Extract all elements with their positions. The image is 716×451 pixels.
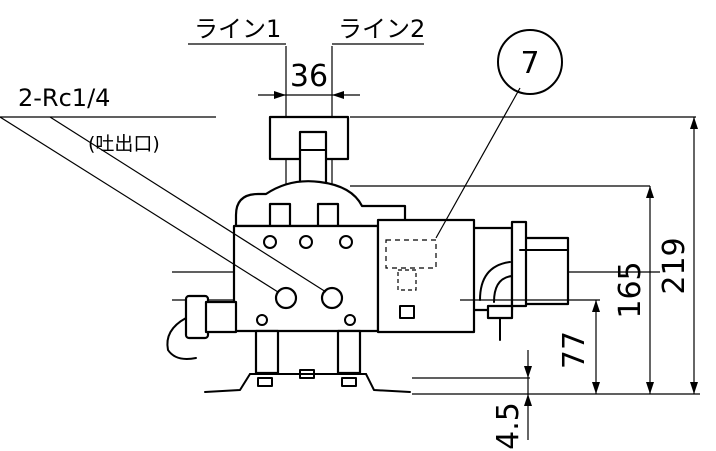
balloon-number: 7	[520, 46, 539, 81]
balloon-7: 7	[497, 29, 563, 95]
dim-77: 77	[557, 331, 592, 369]
motor	[460, 220, 570, 312]
manifold-block	[232, 218, 476, 334]
dimension-lines	[258, 91, 698, 440]
line1-label: ライン1	[194, 15, 281, 43]
dim-165: 165	[613, 261, 648, 318]
leaders	[0, 43, 521, 293]
extension-lines	[350, 116, 700, 395]
dim-4-5: 4.5	[491, 402, 526, 450]
solenoid-detail	[385, 239, 437, 319]
elbow-fitting	[479, 261, 514, 341]
dim-219: 219	[657, 237, 692, 294]
base	[204, 329, 411, 393]
discharge-ports	[274, 286, 344, 310]
port-note-label: (吐出口)	[88, 133, 160, 155]
line2-label: ライン2	[338, 15, 425, 43]
dim-36: 36	[290, 59, 328, 94]
port-spec-label: 2-Rc1/4	[18, 84, 110, 112]
left-knob	[166, 294, 238, 360]
